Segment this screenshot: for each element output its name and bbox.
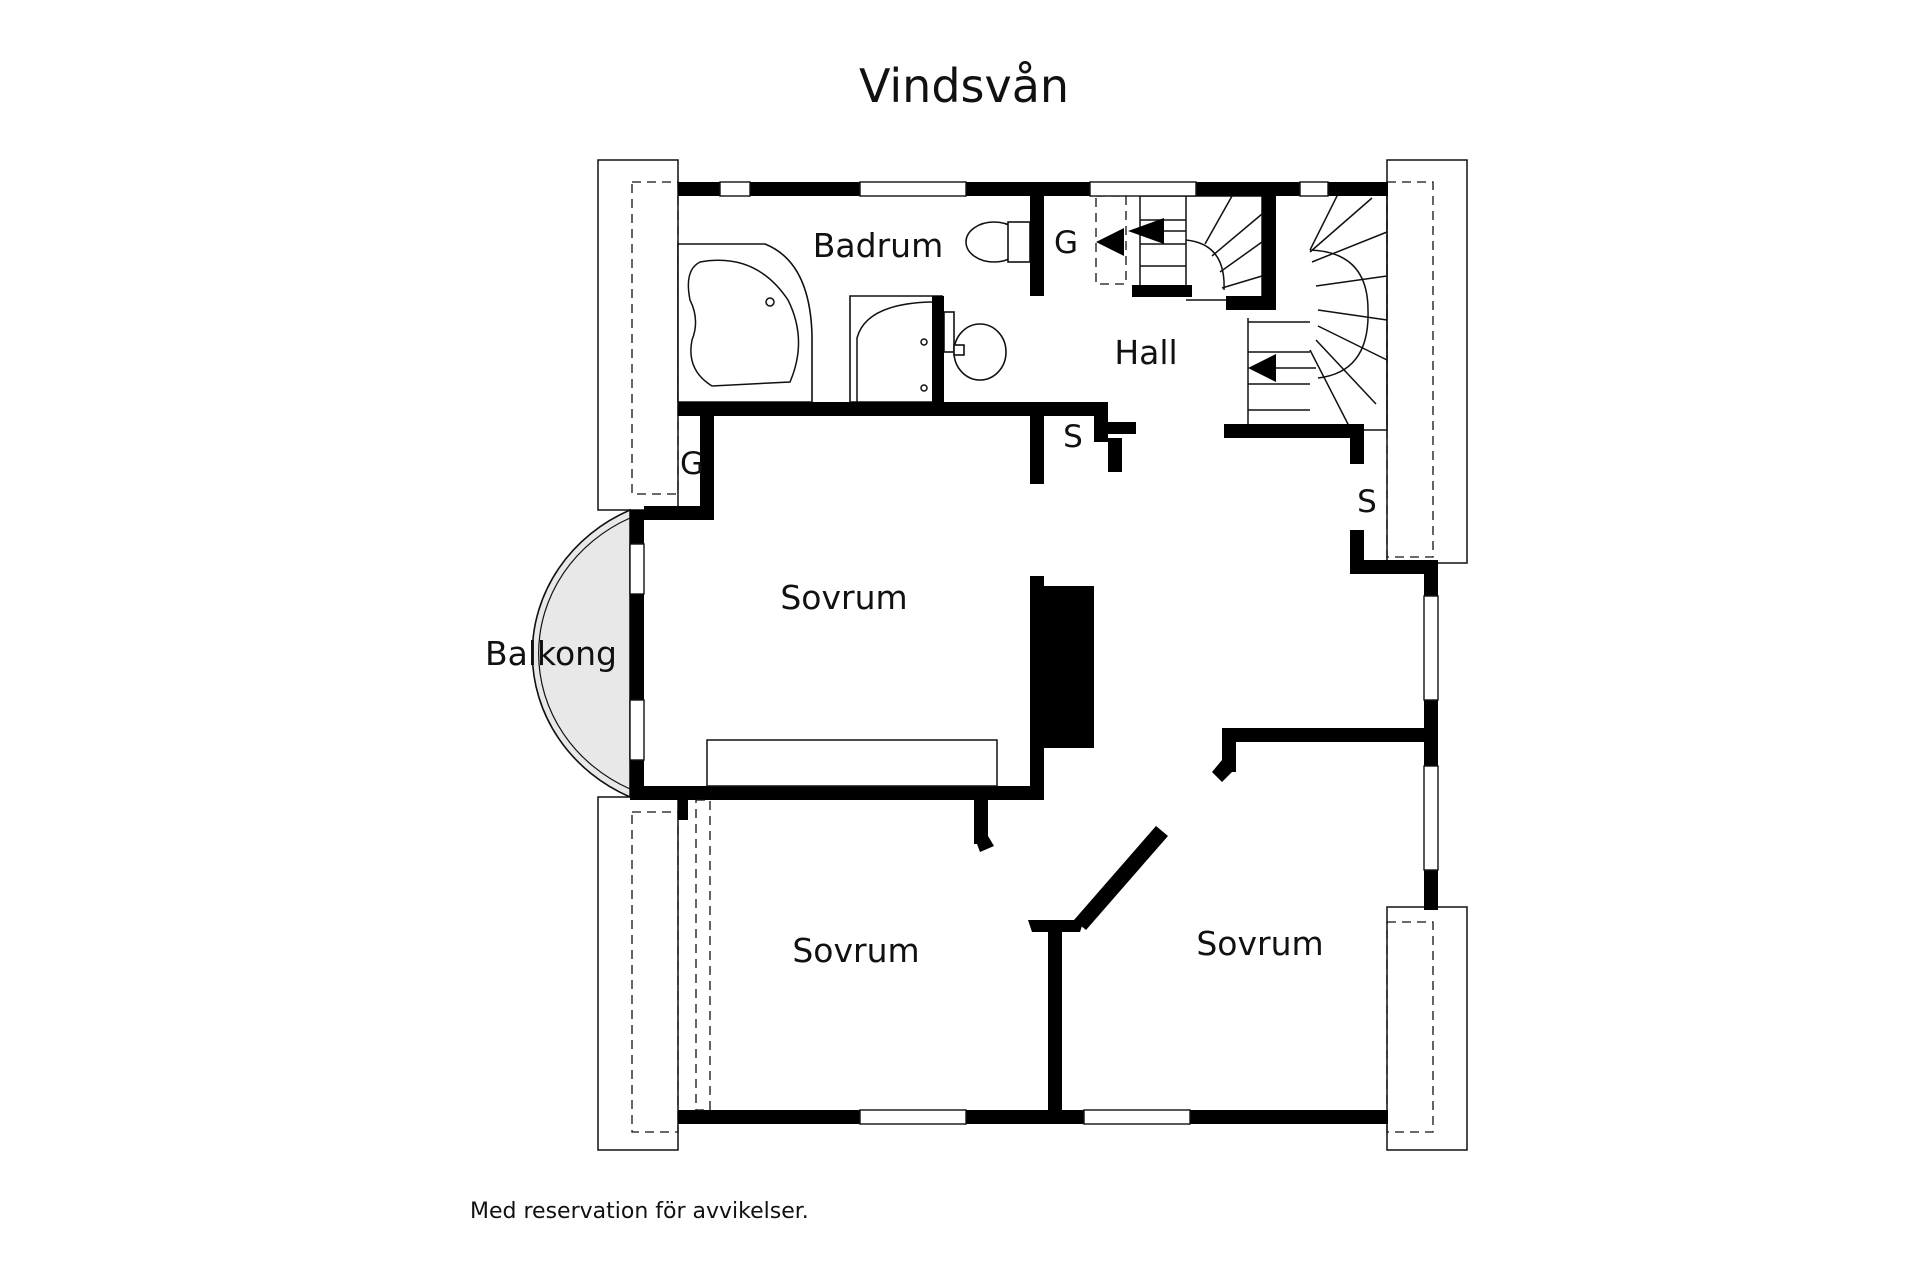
bathroom-fixtures	[677, 221, 1031, 403]
closet-mark-right: S	[1357, 484, 1377, 520]
wardrobe-arrow-icon	[1096, 228, 1124, 256]
roof-eaves	[597, 159, 1468, 1151]
balcony-label: Balkong	[485, 634, 617, 673]
bedroom-right-label: Sovrum	[1196, 924, 1323, 963]
closet-mark-hall: S	[1063, 419, 1083, 455]
wardrobe-mark-bath: G	[1054, 225, 1078, 261]
walls	[630, 182, 1438, 1124]
plan-title: Vindsvån	[859, 59, 1069, 113]
bedroom-left-label: Sovrum	[792, 931, 919, 970]
windows	[629, 181, 1439, 1125]
balcony: Balkong	[485, 508, 631, 799]
bathtub-drain-icon	[765, 297, 775, 307]
hall-label: Hall	[1114, 333, 1177, 372]
bathroom-label: Badrum	[813, 226, 943, 265]
disclaimer-text: Med reservation för avvikelser.	[470, 1199, 809, 1224]
bedroom-large-label: Sovrum	[780, 578, 907, 617]
fixed-elements	[695, 739, 998, 1111]
stair-down-arrow-icon	[1248, 354, 1276, 382]
wardrobe-mark-left: G	[680, 446, 704, 482]
stair-direction-arrow-icon	[1128, 218, 1164, 244]
staircase	[1095, 187, 1388, 431]
